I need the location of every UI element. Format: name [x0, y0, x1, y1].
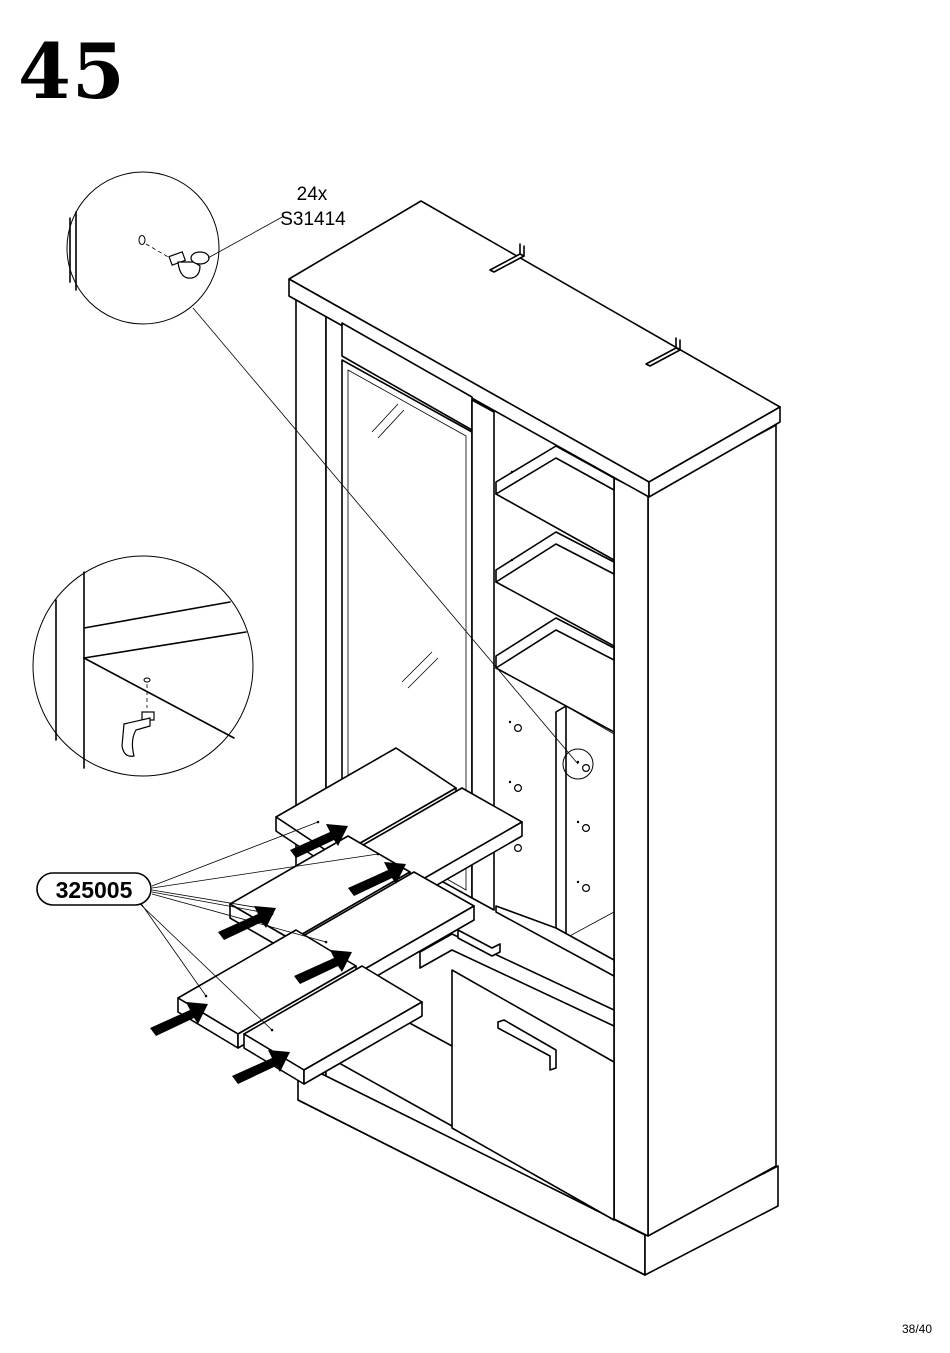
inner-divider: [556, 706, 566, 938]
detail-circle-installed: [33, 556, 253, 776]
cabinet-right-side: [648, 425, 776, 1236]
cabinet: [289, 201, 780, 1275]
detail-circle-hardware: [67, 172, 284, 324]
part-code: 325005: [56, 877, 133, 903]
hardware-quantity: 24x: [297, 184, 328, 205]
page-number: 38/40: [902, 1322, 932, 1336]
part-label: 325005: [37, 873, 151, 905]
cabinet-right-front-edge: [614, 478, 648, 1236]
hardware-code: S31414: [280, 209, 346, 230]
hardware-leader: [208, 216, 284, 258]
